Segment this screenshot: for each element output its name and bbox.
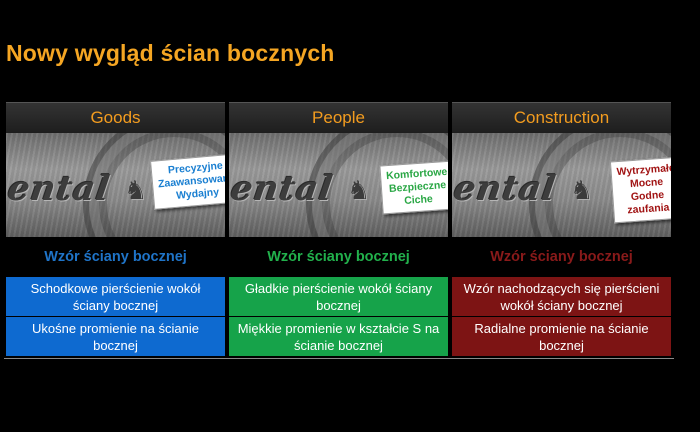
sidewall-rings <box>306 133 448 237</box>
divider-line <box>4 358 674 359</box>
horse-logo-icon: ♞ <box>124 175 148 205</box>
slide-title: Nowy wygląd ścian bocznych <box>6 40 335 66</box>
tire-sidewall-image-goods: ental ♞ Precyzyjne Zaawansowane Wydajny <box>6 133 225 237</box>
tire-brand-text: ental <box>452 169 559 209</box>
column-header-goods: Goods <box>6 102 225 133</box>
sidewall-rings <box>529 133 671 237</box>
tire-sidewall-image-people: ental ♞ Komfortowe Bezpieczne Ciche <box>229 133 448 237</box>
note-line: Godne zaufania <box>627 188 670 217</box>
note-card-people: Komfortowe Bezpieczne Ciche <box>379 160 448 215</box>
column-people: People ental ♞ Komfortowe Bezpieczne Cic… <box>229 102 448 357</box>
tire-brand-text: ental <box>229 169 336 209</box>
sidewall-rings <box>83 133 225 237</box>
column-goods: Goods ental ♞ Precyzyjne Zaawansowane Wy… <box>6 102 225 357</box>
subheading-people: Wzór ściany bocznej <box>267 249 410 265</box>
subheading-goods: Wzór ściany bocznej <box>44 249 187 265</box>
tire-sidewall-image-construction: ental ♞ Wytrzymałe Mocne Godne zaufania <box>452 133 671 237</box>
tire-brand-text: ental <box>6 169 113 209</box>
note-card-goods: Precyzyjne Zaawansowane Wydajny <box>150 153 225 210</box>
cell-construction-2: Radialne promienie na ścianie bocznej <box>452 317 671 357</box>
cell-goods-1: Schodkowe pierścienie wokół ściany boczn… <box>6 277 225 317</box>
column-construction: Construction ental ♞ Wytrzymałe Mocne Go… <box>452 102 671 357</box>
cell-people-1: Gładkie pierścienie wokół ściany bocznej <box>229 277 448 317</box>
note-card-construction: Wytrzymałe Mocne Godne zaufania <box>609 156 671 224</box>
horse-logo-icon: ♞ <box>570 175 594 205</box>
horse-logo-icon: ♞ <box>347 175 371 205</box>
cell-people-2: Miękkie promienie w kształcie S na ścian… <box>229 317 448 357</box>
column-header-construction: Construction <box>452 102 671 133</box>
cell-construction-1: Wzór nachodzących się pierścieni wokół ś… <box>452 277 671 317</box>
cell-goods-2: Ukośne promienie na ścianie bocznej <box>6 317 225 357</box>
subheading-construction: Wzór ściany bocznej <box>490 249 633 265</box>
column-header-people: People <box>229 102 448 133</box>
